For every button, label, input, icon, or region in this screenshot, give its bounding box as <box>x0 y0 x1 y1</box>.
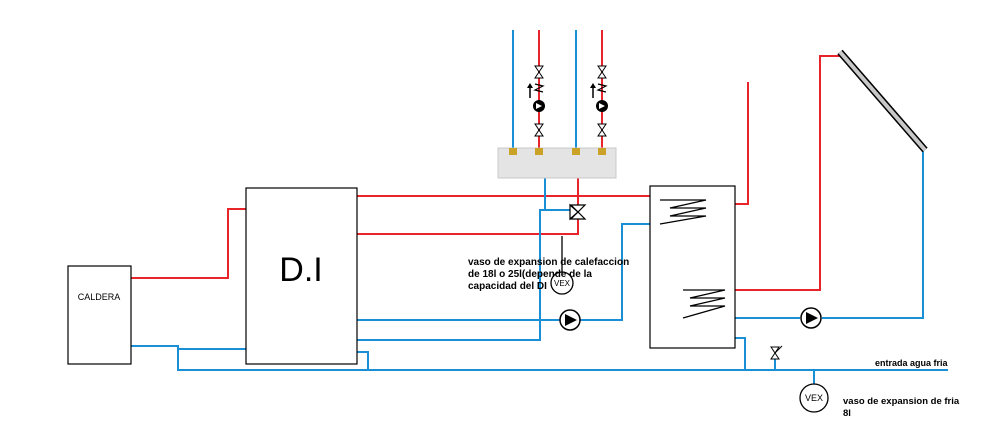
solar-collector <box>837 49 928 153</box>
di-bottom-link <box>357 351 369 370</box>
tank-hot-outlet <box>735 82 749 205</box>
boiler-supply-pipe <box>131 208 246 279</box>
valve-icon <box>597 71 607 79</box>
manifold <box>497 147 617 179</box>
valve-icon <box>569 203 579 221</box>
valve-icon <box>534 129 544 137</box>
heating-expansion-note-3: capacidad del DI <box>468 281 547 292</box>
check-valve-icon <box>596 83 608 93</box>
solar-pump <box>800 307 822 329</box>
tank-cold-inlet <box>735 337 746 370</box>
riser-1-valves <box>527 65 545 137</box>
valve-icon <box>597 129 607 137</box>
di-mid-blue-pipe <box>357 209 545 341</box>
manifold-drop-blue <box>544 178 578 211</box>
heating-expansion-vessel: VEX <box>550 271 574 295</box>
cold-expansion-vessel: VEX <box>799 383 829 413</box>
di-hot-to-tank-pipe <box>357 215 579 235</box>
heating-expansion-note-2: de 18l o 25l(depende de la <box>468 269 592 280</box>
heating-pump <box>559 309 581 331</box>
cold-water-inlet-label: entrada agua fria <box>875 358 949 368</box>
boiler-box <box>67 265 132 365</box>
pump-to-tank-pipe <box>580 223 660 321</box>
solar-return-pipe-2 <box>822 150 924 319</box>
di-tank-box <box>245 187 358 365</box>
valve-icon <box>534 71 544 79</box>
check-valve-icon <box>533 83 545 93</box>
manifold-fitting-3 <box>572 148 580 155</box>
safety-valve <box>770 345 783 360</box>
cold-expansion-note-2: 8l <box>843 408 851 419</box>
valve-icon <box>770 346 780 354</box>
boiler-return-pipe <box>131 345 948 371</box>
cold-expansion-note-1: vaso de expansion de fria <box>843 396 960 407</box>
valve-icon <box>534 123 544 131</box>
solar-hot-pipe <box>735 55 842 291</box>
riser-2-valves <box>590 65 608 137</box>
valve-icon <box>597 123 607 131</box>
boiler-label: CALDERA <box>78 292 121 302</box>
heating-vex-label: VEX <box>554 279 571 288</box>
valve-icon <box>597 65 607 73</box>
lower-coil <box>682 289 726 319</box>
upper-coil <box>659 199 707 225</box>
mixing-valve <box>569 203 587 221</box>
heating-expansion-note-1: vaso de expansion de calefaccion <box>468 257 629 268</box>
dhw-tank-box <box>649 185 736 349</box>
cold-vex-label: VEX <box>805 393 823 403</box>
manifold-fitting-4 <box>598 148 606 155</box>
di-tank-label: D.I <box>279 251 322 289</box>
manifold-fitting-1 <box>509 148 517 155</box>
manifold-fitting-2 <box>535 148 543 155</box>
valve-icon <box>534 65 544 73</box>
valve-icon <box>770 352 780 360</box>
